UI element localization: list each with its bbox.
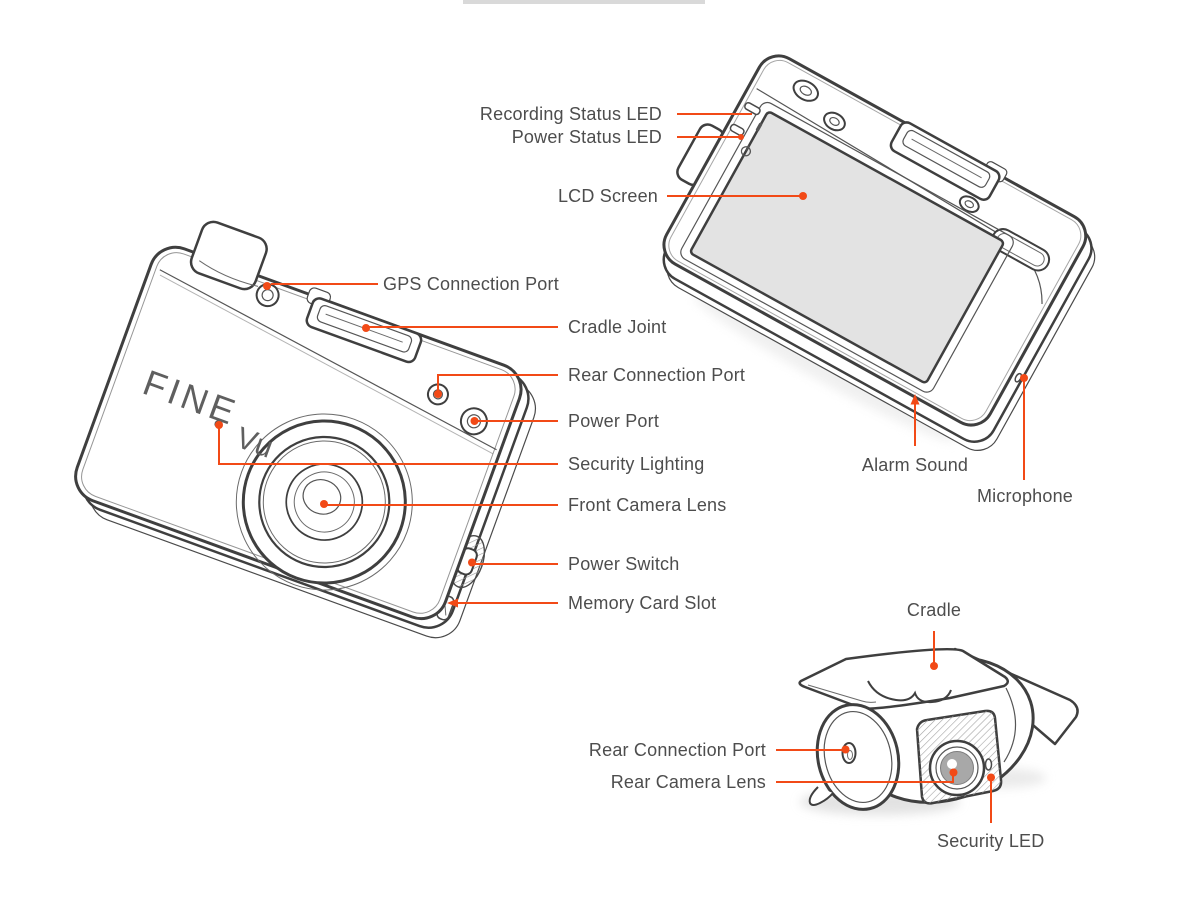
top-face-line-2 — [159, 274, 494, 455]
label-lcd-screen: LCD Screen — [557, 186, 658, 206]
leader-lines — [215, 113, 1028, 823]
rear-connection-port-inner — [432, 389, 444, 400]
lens-ring-5 — [293, 471, 355, 533]
front-camera-lens — [302, 479, 342, 515]
rear-camera-illustration — [798, 647, 1079, 815]
screen-bezel-line — [680, 101, 1014, 393]
lens-ring-3 — [262, 440, 386, 564]
label-cradle: Cradle — [906, 600, 962, 620]
rec-icon — [755, 122, 763, 132]
label-security-led: Security LED — [937, 831, 1045, 851]
leader-rear-connection-port — [437, 374, 558, 392]
top-tab — [189, 220, 268, 291]
leader-rear-camera-lens — [776, 776, 954, 783]
label-memory-card-slot: Memory Card Slot — [568, 593, 717, 613]
label-rear-camera-lens: Rear Camera Lens — [610, 772, 766, 792]
cradle-joint-slot — [316, 305, 413, 353]
label-front-camera-lens: Front Camera Lens — [568, 495, 727, 515]
back-cradle-rail — [889, 121, 1001, 201]
power-port-back — [792, 79, 819, 102]
top-face-line — [159, 269, 497, 451]
label-gps-connection-port: GPS Connection Port — [383, 274, 559, 294]
leader-security-lighting — [218, 428, 558, 465]
label-microphone: Microphone — [976, 486, 1074, 506]
label-rear-connection-port-cam: Rear Connection Port — [588, 740, 766, 760]
gps-port-back — [823, 111, 846, 132]
power-port-inner — [466, 414, 482, 429]
lens-outer-faint-ring — [235, 413, 413, 591]
back-cradle-rail-slot — [902, 129, 991, 188]
rear-lens-highlight — [947, 759, 957, 769]
rear-cam-front-disc-inner — [823, 710, 893, 804]
rear-cam-foot — [808, 786, 834, 806]
rear-connection-port-cam-pin — [847, 750, 853, 760]
label-rear-connection-port: Rear Connection Port — [568, 365, 746, 385]
security-led — [984, 758, 993, 771]
front-camera-illustration: FINE Vu — [74, 220, 536, 639]
cylinder-inner-arc — [1003, 687, 1017, 763]
label-security-lighting: Security Lighting — [568, 454, 705, 474]
back-cradle-rail-line — [911, 138, 982, 179]
cropped-top-divider — [463, 0, 705, 4]
gps-port-inner — [261, 289, 274, 302]
label-recording-status-led: Recording Status LED — [479, 104, 662, 124]
av-port-back-inner — [964, 200, 975, 209]
cradle-clamp — [867, 680, 952, 704]
cradle-plate-thickness — [807, 684, 877, 703]
av-port-back — [958, 195, 980, 213]
label-alarm-sound: Alarm Sound — [861, 455, 969, 475]
label-power-port: Power Port — [568, 411, 660, 431]
recording-status-led — [744, 101, 761, 116]
power-port-back-inner — [799, 85, 812, 96]
rear-lens-ring — [935, 746, 979, 790]
rear-camera-lens — [940, 751, 974, 785]
label-cradle-joint: Cradle Joint — [568, 317, 667, 337]
lcd-screen — [689, 111, 1005, 384]
back-view-illustration — [662, 54, 1096, 451]
rear-cam-front-disc — [815, 703, 901, 811]
power-icon — [740, 145, 752, 157]
power-status-led — [729, 123, 745, 136]
gps-port-back-inner — [829, 116, 840, 126]
label-power-switch: Power Switch — [568, 554, 680, 574]
top-tab-base-line — [199, 260, 259, 287]
label-power-status-led: Power Status LED — [511, 127, 662, 147]
